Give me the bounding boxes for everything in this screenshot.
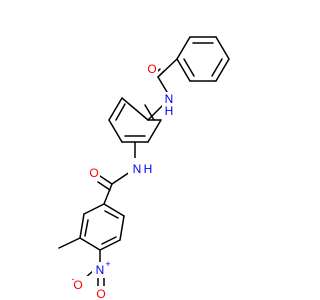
charge-plus: + — [105, 259, 110, 269]
atom-hydrogen-top: H — [165, 104, 174, 118]
label-mask — [70, 276, 90, 292]
label-mask — [92, 262, 110, 278]
bond — [183, 58, 195, 77]
bond — [215, 36, 230, 60]
label-mask — [128, 158, 150, 176]
charge-minus: - — [72, 274, 75, 284]
label-mask — [94, 286, 108, 300]
bond — [104, 210, 119, 219]
bond — [157, 70, 165, 78]
atom-labels: O N H N H O N + O - O — [70, 62, 176, 300]
bond — [215, 58, 230, 82]
bond — [84, 219, 89, 237]
bond — [103, 183, 113, 205]
bond — [176, 58, 191, 82]
bond — [99, 239, 121, 251]
bond — [176, 36, 191, 60]
atom-oxygen-top: O — [147, 62, 156, 76]
molecule-structure: O N H N H O N + O - O — [58, 36, 230, 300]
bond — [121, 97, 149, 121]
bond — [144, 104, 155, 121]
atom-oxygen-nitro-down: O — [96, 287, 105, 300]
atom-nitrogen-mid: N — [133, 162, 142, 176]
bond — [147, 119, 162, 143]
label-mask — [162, 92, 176, 116]
atom-hydrogen-mid: H — [144, 162, 153, 176]
label-mask — [88, 166, 100, 180]
bond — [115, 103, 126, 121]
atom-oxygen-nitro-left: O — [73, 278, 82, 292]
bond — [101, 236, 117, 245]
bond — [108, 119, 123, 143]
bond — [108, 97, 123, 121]
bond — [119, 215, 125, 241]
bond — [79, 237, 101, 251]
bond — [157, 76, 168, 93]
bond — [111, 171, 131, 185]
bond — [83, 203, 105, 215]
bond — [99, 175, 113, 185]
bond — [97, 181, 111, 191]
bond — [103, 203, 125, 217]
bond — [58, 237, 81, 249]
bond — [211, 58, 223, 77]
bond — [79, 213, 85, 239]
atom-nitrogen-nitro: N — [96, 263, 105, 277]
label-mask — [146, 62, 158, 76]
atom-oxygen-mid: O — [89, 166, 98, 180]
atom-nitrogen-top: N — [165, 92, 174, 106]
